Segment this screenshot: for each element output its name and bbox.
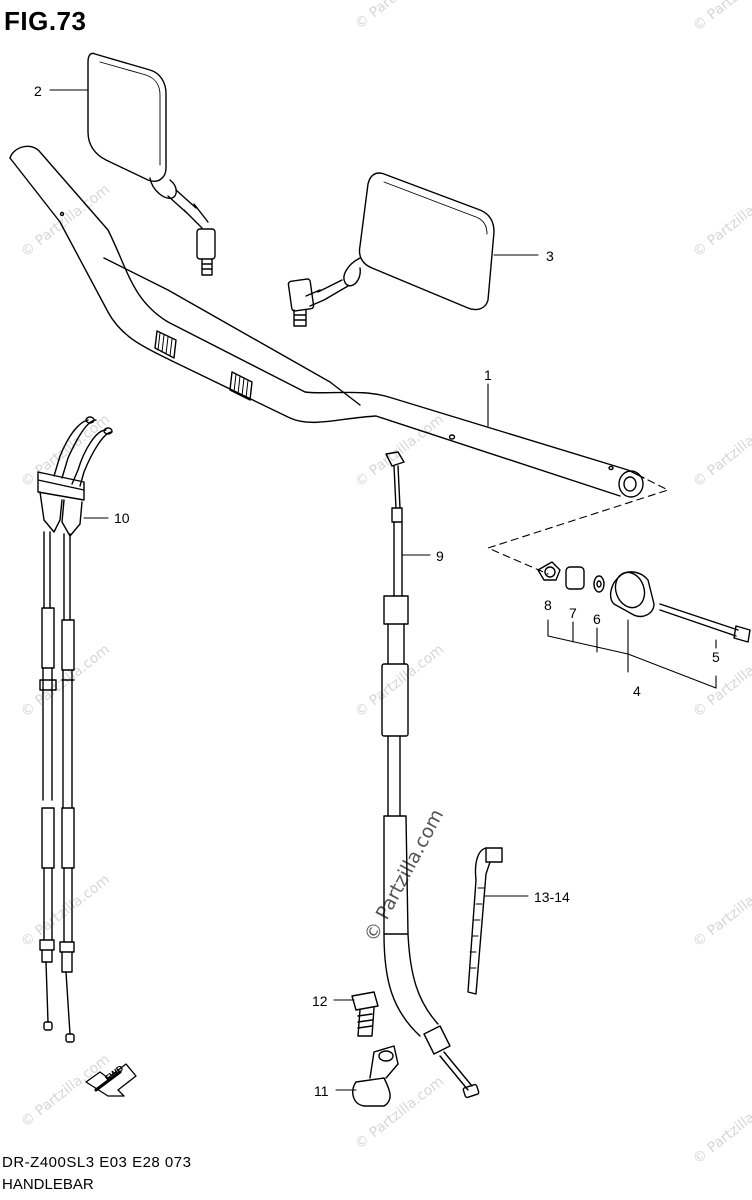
balancer-assembly xyxy=(537,561,751,643)
fwd-arrow-icon: FWD xyxy=(85,1063,137,1097)
clamp-bolt xyxy=(351,991,379,1037)
handlebar xyxy=(9,145,645,498)
callout-7: 7 xyxy=(569,605,577,621)
callout-3: 3 xyxy=(546,248,554,264)
callout-10: 10 xyxy=(114,510,130,526)
callout-12: 12 xyxy=(312,993,328,1009)
callout-13-14: 13-14 xyxy=(534,889,570,905)
callout-bracket xyxy=(547,619,717,689)
diagram-code: DR-Z400SL3 E03 E28 073 xyxy=(2,1154,192,1171)
dash-line xyxy=(487,479,669,575)
callout-4: 4 xyxy=(633,683,641,699)
mirror-left xyxy=(87,52,216,276)
clamp-bracket xyxy=(352,1045,399,1107)
callout-6: 6 xyxy=(593,611,601,627)
callout-11: 11 xyxy=(314,1083,329,1099)
cable-tie xyxy=(467,847,503,995)
callout-2: 2 xyxy=(34,83,42,99)
callout-5: 5 xyxy=(712,649,720,665)
clutch-cable xyxy=(381,451,480,1099)
callout-1: 1 xyxy=(484,367,492,383)
callout-9: 9 xyxy=(436,548,444,564)
figure-title: FIG.73 xyxy=(4,6,87,36)
throttle-cables xyxy=(37,416,113,1043)
callout-8: 8 xyxy=(544,597,552,613)
leader-lines xyxy=(49,89,539,1091)
diagram-name: HANDLEBAR xyxy=(2,1176,94,1193)
mirror-right xyxy=(287,172,495,327)
